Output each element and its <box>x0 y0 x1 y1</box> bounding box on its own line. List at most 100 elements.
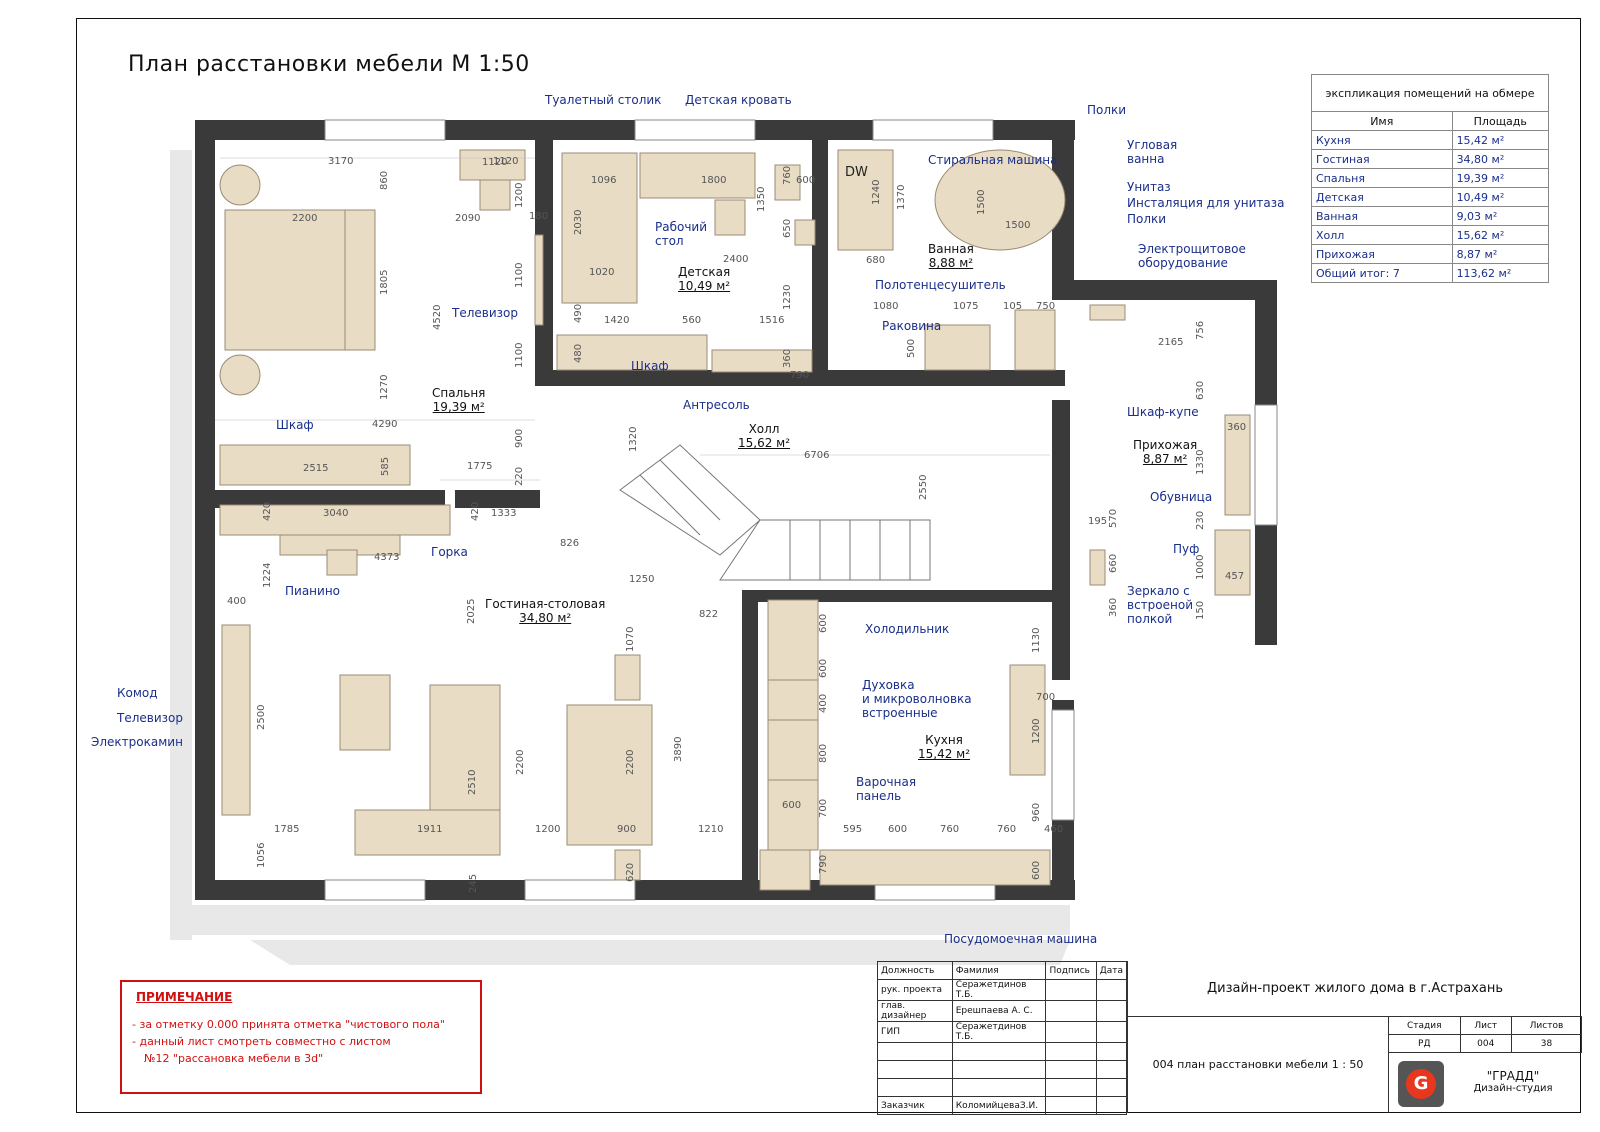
dim: 245 <box>468 873 479 893</box>
dim: 1911 <box>417 824 443 835</box>
dim: 1370 <box>896 184 907 210</box>
label-tv-living: Телевизор <box>117 711 183 725</box>
label-shelves-2: Полки <box>1127 212 1167 226</box>
project-title: Дизайн-проект жилого дома в г.Астрахань <box>1128 961 1582 1017</box>
dim: 360 <box>1108 597 1119 617</box>
dim: 1350 <box>756 186 767 212</box>
dim: 2550 <box>918 474 929 500</box>
label-fridge: Холодильник <box>865 622 950 636</box>
explication-col-area: Площадь <box>1451 111 1550 131</box>
wall-shadows <box>170 150 1070 965</box>
dim: 1200 <box>535 824 561 835</box>
dim: 2510 <box>467 769 478 795</box>
dim: 1775 <box>467 461 493 472</box>
dim-dw: DW <box>845 165 868 180</box>
dim: 750 <box>1036 301 1056 312</box>
label-hob: Варочная панель <box>856 775 917 803</box>
dim: 570 <box>1108 508 1119 528</box>
dim: 150 <box>1195 600 1206 620</box>
label-wardrobe-kids: Шкаф <box>631 359 669 373</box>
dim: 756 <box>1195 320 1206 340</box>
label-tv-bedroom: Телевизор <box>452 306 518 320</box>
label-toilet: Унитаз <box>1127 180 1171 194</box>
dim: 230 <box>1195 510 1206 530</box>
dim: 490 <box>573 303 584 323</box>
label-mezzanine: Антресоль <box>683 398 750 412</box>
label-gorka: Горка <box>431 545 468 559</box>
dim: 105 <box>1003 301 1023 312</box>
dim: 3040 <box>323 508 349 519</box>
brand: "ГРАДД" Дизайн-студия <box>1473 1069 1553 1094</box>
dim: 600 <box>818 613 829 633</box>
dim: 195 <box>1088 516 1108 527</box>
dim: 360 <box>1227 422 1247 433</box>
dim: 1785 <box>274 824 300 835</box>
dim: 2030 <box>573 209 584 235</box>
dim: 560 <box>682 315 702 326</box>
dim: 822 <box>699 609 719 620</box>
dim: 2515 <box>303 463 329 474</box>
dim: 1320 <box>628 426 639 452</box>
dim: 2165 <box>1158 337 1184 348</box>
dim: 1333 <box>491 508 517 519</box>
dim: 6706 <box>804 450 830 461</box>
dim: 790 <box>790 370 810 381</box>
dim: 1200 <box>1031 718 1042 744</box>
dim: 500 <box>906 338 917 358</box>
dim: 600 <box>818 658 829 678</box>
label-towel-dryer: Полотенцесушитель <box>875 278 1006 292</box>
dim: 1100 <box>514 342 525 368</box>
dim: 600 <box>796 175 816 186</box>
dim: 2090 <box>455 213 481 224</box>
dim: 960 <box>1031 802 1042 822</box>
dim: 1800 <box>701 175 727 186</box>
dim: 480 <box>573 343 584 363</box>
label-desk: Рабочий стол <box>655 220 708 248</box>
dim: 3890 <box>673 736 684 762</box>
dim: 400 <box>227 596 247 607</box>
dim: 457 <box>1225 571 1245 582</box>
label-slide-wardrobe: Шкаф-купе <box>1127 405 1199 419</box>
gradd-logo-icon: G <box>1398 1061 1444 1107</box>
dim: 2200 <box>625 749 636 775</box>
dim: 860 <box>379 170 390 190</box>
dim: 1100 <box>514 262 525 288</box>
dim: 1230 <box>782 284 793 310</box>
dim: 1075 <box>953 301 979 312</box>
dim: 3170 <box>328 156 354 167</box>
dim: 2200 <box>515 749 526 775</box>
dim: 1120 <box>493 156 519 167</box>
label-washer: Стиральная машина <box>928 153 1058 167</box>
dim: 1805 <box>379 269 390 295</box>
dim: 650 <box>782 218 793 238</box>
sheet-title: 004 план расстановки мебели 1 : 50 <box>1128 1016 1389 1113</box>
stairs <box>619 444 931 581</box>
dim: 4520 <box>432 304 443 330</box>
label-fireplace: Электрокамин <box>91 735 183 749</box>
dim: 1210 <box>698 824 724 835</box>
dim: 600 <box>782 800 802 811</box>
dim: 700 <box>818 798 829 818</box>
dim: 420 <box>262 501 273 521</box>
dim: 1200 <box>514 182 525 208</box>
dim: 180 <box>529 211 549 222</box>
explication-caption: экспликация помещений на обмере <box>1311 74 1549 112</box>
dim: 1516 <box>759 315 785 326</box>
dim: 595 <box>843 824 863 835</box>
title-block: Должность Фамилия Подпись Дата рук. прое… <box>877 961 1583 1115</box>
dim: 620 <box>625 862 636 882</box>
label-el-panel: Электрощитовое оборудование <box>1138 242 1246 270</box>
dim: 1250 <box>629 574 655 585</box>
dim: 1020 <box>589 267 615 278</box>
dim: 660 <box>1108 553 1119 573</box>
dim: 700 <box>1036 692 1056 703</box>
